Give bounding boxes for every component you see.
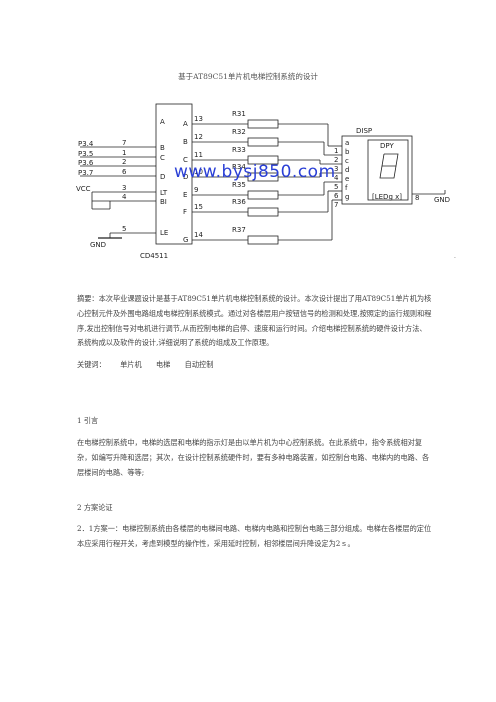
disp-seg-f: f xyxy=(345,184,348,192)
circuit-diagram: A B C D LT BI LE A B C D E F G P3.4 P3.5… xyxy=(76,103,450,260)
chip-pin-c: C xyxy=(160,154,165,162)
disp-inner-sub: [LEDg x] xyxy=(372,193,402,201)
gnd-label-right: GND xyxy=(434,196,450,204)
chip-out-e: E xyxy=(183,191,187,199)
chip-pin-d: D xyxy=(160,173,165,181)
resistor-label: R37 xyxy=(232,226,246,234)
disp-seg-b: b xyxy=(345,148,350,156)
disp-seg-d: d xyxy=(345,166,349,174)
cd4511-chip xyxy=(155,103,193,245)
output-pin-num: 15 xyxy=(194,203,203,211)
disp-pin-num: 8 xyxy=(415,194,419,202)
section-2-body: 2．1方案一：电梯控制系统由各楼层的电梯间电路、电梯内电路和控制台电路三部分组成… xyxy=(77,524,432,548)
input-pin-num: 5 xyxy=(122,225,126,233)
resistor-label: R33 xyxy=(232,146,246,154)
keywords-line: 关键词： 单片机 电梯 自动控制 xyxy=(77,358,433,373)
resistor-label: R36 xyxy=(232,198,246,206)
output-pin-num: 10 xyxy=(194,168,203,176)
input-label-p35: P3.5 xyxy=(78,150,93,158)
section-2-heading: 2 方案论证 xyxy=(77,503,113,512)
chip-pin-bi: BI xyxy=(160,198,167,206)
watermark: www.bysj850.com xyxy=(174,162,336,182)
disp-pin-num: 4 xyxy=(334,174,339,182)
section-1-body: 在电梯控制系统中，电梯的选层和电梯的指示灯是由以单片机为中心控制系统。在此系统中… xyxy=(77,438,430,477)
input-pin-num: 4 xyxy=(122,193,127,201)
chip-out-f: F xyxy=(183,208,187,216)
disp-label: DISP xyxy=(356,127,372,135)
input-label-vcc: VCC xyxy=(76,185,91,193)
keyword: 自动控制 xyxy=(184,360,214,369)
input-pin-num: 6 xyxy=(122,168,127,176)
chip-pin-le: LE xyxy=(160,229,168,237)
chip-out-g: G xyxy=(183,236,188,244)
input-label-p34: P3.4 xyxy=(78,140,94,148)
resistor-label: R34 xyxy=(232,163,246,171)
keyword: 单片机 xyxy=(120,360,142,369)
input-pin-num: 7 xyxy=(122,139,126,147)
chip-name-label: CD4511 xyxy=(140,252,168,260)
output-pin-num: 13 xyxy=(194,115,203,123)
output-pin-num: 11 xyxy=(194,151,203,159)
keyword: 电梯 xyxy=(155,360,171,369)
input-label-p36: P3.6 xyxy=(78,159,94,167)
chip-out-d: D xyxy=(183,173,188,181)
disp-seg-c: c xyxy=(345,157,349,165)
disp-pin-num: 1 xyxy=(334,147,338,155)
resistor-label: R32 xyxy=(232,128,246,136)
disp-seg-e: e xyxy=(345,175,349,183)
disp-inner-label: DPY xyxy=(380,142,394,150)
input-label-p37: P3.7 xyxy=(78,169,93,177)
disp-pin-num: 7 xyxy=(334,201,338,209)
chip-pin-lt: LT xyxy=(160,189,168,197)
resistor-label: R35 xyxy=(232,181,246,189)
chip-pin-a: A xyxy=(160,118,165,126)
input-pin-num: 3 xyxy=(122,184,126,192)
chip-out-a: A xyxy=(183,120,188,128)
input-pin-num: 2 xyxy=(122,158,126,166)
chip-out-b: B xyxy=(183,138,188,146)
disp-pin-num: 3 xyxy=(334,165,338,173)
chip-out-c: C xyxy=(183,156,188,164)
output-pin-num: 14 xyxy=(194,231,203,239)
disp-pin-num: 2 xyxy=(334,156,338,164)
gnd-label-left: GND xyxy=(90,241,106,249)
output-pin-num: 9 xyxy=(194,186,198,194)
section-1-heading: 1 引言 xyxy=(77,416,99,425)
chip-pin-b: B xyxy=(160,144,165,152)
input-pin-num: 1 xyxy=(122,149,126,157)
disp-pin-num: 5 xyxy=(334,183,338,191)
disp-pin-num: 6 xyxy=(334,192,339,200)
output-pin-num: 12 xyxy=(194,133,203,141)
disp-seg-a: a xyxy=(345,139,349,147)
abstract-paragraph: 摘要：本次毕业课题设计是基于AT89C51单片机电梯控制系统的设计。本次设计提出… xyxy=(77,294,432,348)
disp-seg-g: g xyxy=(345,193,349,201)
keywords-label: 关键词： xyxy=(77,360,106,369)
document-title: 基于AT89C51单片机电梯控制系统的设计 xyxy=(178,72,318,81)
resistor-label: R31 xyxy=(232,110,246,118)
led-display xyxy=(341,135,413,205)
